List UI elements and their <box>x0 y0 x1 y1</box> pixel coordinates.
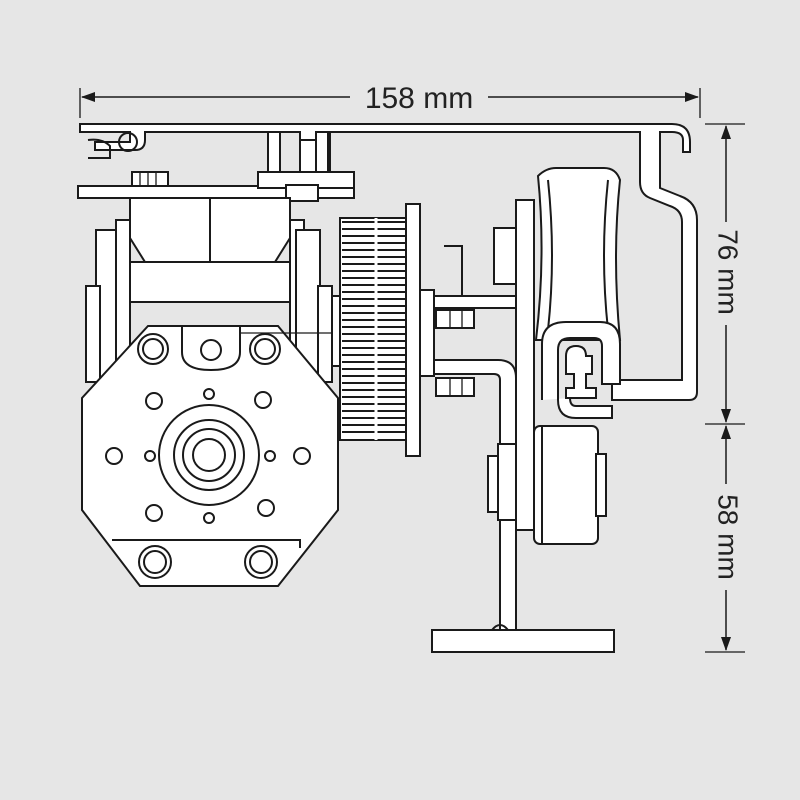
corner-bolt-icon <box>138 545 172 579</box>
width-dimension: 158 mm <box>79 82 701 118</box>
gearbox-housing <box>85 197 333 383</box>
width-dimension-label: 158 mm <box>365 82 473 115</box>
lower-wheel <box>533 425 607 545</box>
motor-face <box>81 325 339 587</box>
corner-bolt-icon <box>244 545 278 579</box>
carriage-bracket <box>431 199 615 653</box>
mounting-plate <box>77 131 355 202</box>
corner-bolt-icon <box>249 333 281 365</box>
pulley-teeth <box>342 218 410 440</box>
drive-pulley <box>240 203 463 457</box>
upper-height-label: 76 mm <box>713 229 744 315</box>
upper-wheel <box>534 167 622 341</box>
motor-shaft-icon <box>158 404 260 506</box>
lower-height-label: 58 mm <box>713 494 744 580</box>
corner-bolt-icon <box>137 333 169 365</box>
height-dimensions: 76 mm 58 mm <box>705 123 745 653</box>
face-holes <box>105 388 311 524</box>
rail-profile <box>79 123 698 401</box>
trolley-profile <box>541 321 621 419</box>
